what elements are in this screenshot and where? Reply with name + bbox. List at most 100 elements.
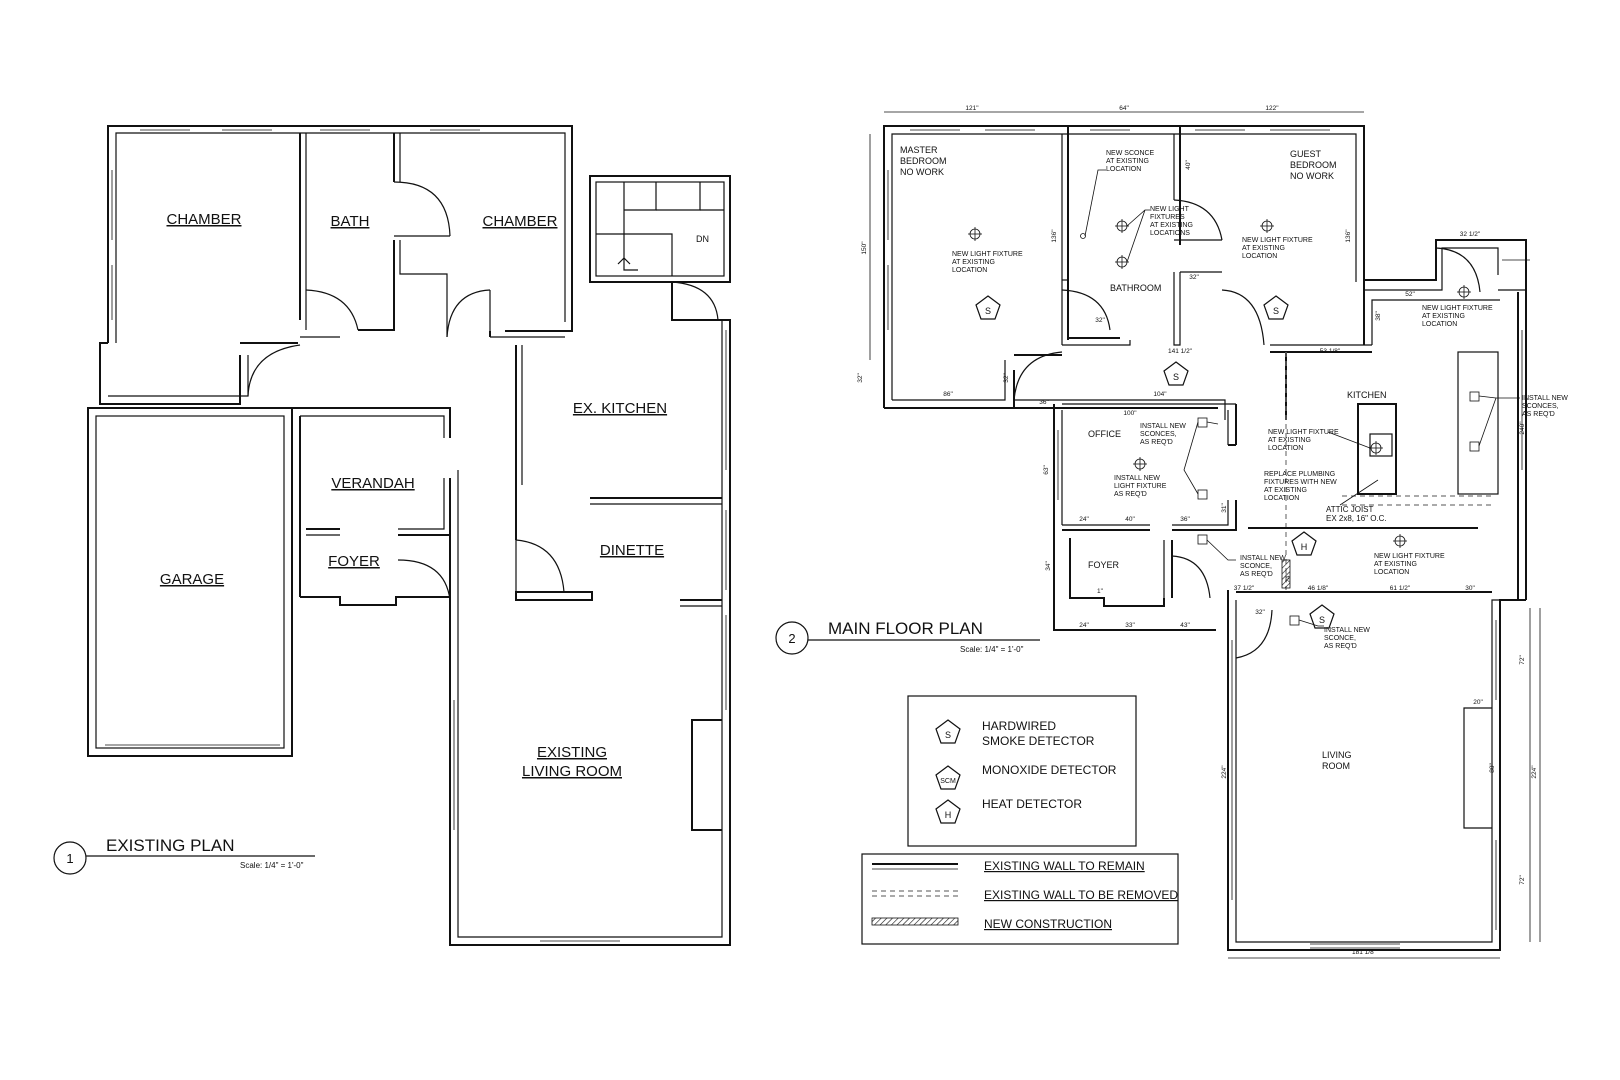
existing-doors — [247, 181, 719, 601]
light-fixture-icon — [1115, 255, 1129, 269]
dim-label: 40" — [1125, 516, 1135, 523]
stair-dn-label: DN — [696, 234, 709, 244]
dim-label: 32" — [857, 373, 864, 383]
sconce-icon — [1080, 233, 1086, 239]
dim-label: 104" — [1153, 391, 1167, 398]
dim-label: 224" — [1221, 765, 1228, 779]
sconce-icon — [1197, 417, 1208, 428]
sconce-icon — [1289, 615, 1300, 626]
detector-legend: S HARDWIRED SMOKE DETECTOR SCM MONOXIDE … — [907, 695, 1137, 847]
dim-label: 34" — [1045, 561, 1052, 571]
room-verandah: VERANDAH — [331, 475, 414, 492]
dim-label: 30" — [1465, 585, 1475, 592]
svg-text:H: H — [1301, 542, 1308, 552]
light-fixture-icon — [1115, 219, 1129, 233]
legend-hatch-new — [871, 917, 959, 926]
dim-label: 37 1/2" — [1234, 585, 1255, 592]
dim-label: 64" — [1119, 105, 1129, 112]
dim-label: 63" — [1043, 465, 1050, 475]
room-chamber-right: CHAMBER — [482, 213, 557, 230]
main-windows — [887, 129, 1523, 930]
dim-label: 181 1/8" — [1352, 949, 1377, 956]
dim-label: 32" — [1003, 373, 1010, 383]
room-guest-2: BEDROOM — [1290, 160, 1337, 170]
room-ex-kitchen: EX. KITCHEN — [573, 400, 667, 417]
detectors: S S S S H — [975, 295, 1335, 629]
existing-plan-scale: Scale: 1/4" = 1'-0" — [240, 861, 304, 870]
sconce-icon — [1469, 441, 1480, 452]
room-living-2: ROOM — [1322, 761, 1350, 771]
dim-label: 33" — [1125, 622, 1135, 629]
main-room-labels: MASTER BEDROOM NO WORK GUEST BEDROOM NO … — [900, 145, 1387, 771]
heat-detector-icon: H — [1291, 531, 1317, 556]
light-fixture-icon — [1260, 219, 1274, 233]
dim-label: 224" — [1531, 765, 1538, 779]
dim-label: 32" — [1255, 609, 1265, 616]
room-foyer: FOYER — [328, 553, 380, 570]
svg-text:S: S — [1173, 372, 1179, 382]
existing-plan-number: 1 — [66, 851, 73, 866]
dim-label: 52" — [1405, 291, 1415, 298]
legend-new: NEW CONSTRUCTION — [984, 917, 1112, 931]
smoke-detector-icon: S — [1163, 361, 1189, 386]
existing-walls — [87, 125, 731, 946]
dimension-labels: 121" 64" 122" 150" 136" 136" 40" 32" 32"… — [857, 105, 1538, 956]
legend-monoxide: MONOXIDE DETECTOR — [982, 763, 1117, 777]
main-plan-title: 2 MAIN FLOOR PLAN Scale: 1/4" = 1'-0" — [775, 619, 1040, 655]
room-master-3: NO WORK — [900, 167, 944, 177]
room-office: OFFICE — [1088, 429, 1121, 439]
svg-text:SCM: SCM — [940, 778, 956, 785]
dim-label: 121" — [965, 105, 979, 112]
existing-plan: CHAMBER BATH CHAMBER GARAGE VERANDAH FOY… — [53, 125, 731, 946]
main-plan-title-text: MAIN FLOOR PLAN — [828, 619, 983, 638]
room-bathroom: BATHROOM — [1110, 283, 1161, 293]
room-living-1: LIVING — [1322, 750, 1352, 760]
dim-label: 53 1/8" — [1320, 348, 1341, 355]
dim-label: 240" — [1519, 421, 1526, 435]
main-walls — [883, 125, 1527, 951]
room-guest-1: GUEST — [1290, 149, 1322, 159]
dim-label: 24" — [1285, 573, 1292, 583]
existing-plan-title-text: EXISTING PLAN — [106, 836, 234, 855]
dim-label: 40" — [1185, 160, 1192, 170]
dim-label: 24" — [1079, 622, 1089, 629]
dim-label: 36" — [1039, 399, 1049, 406]
legend-smoke-1: HARDWIRED — [982, 719, 1056, 733]
dim-label: 38" — [1375, 311, 1382, 321]
main-floor-plan: S S S S H MASTER BEDROOM NO WORK GUEST B… — [775, 105, 1568, 959]
light-fixture-icon — [1393, 534, 1407, 548]
existing-windows — [111, 129, 727, 830]
light-fixture-icon — [1457, 285, 1471, 299]
dim-label: 46 1/8" — [1308, 585, 1329, 592]
sconce-icon — [1197, 489, 1208, 500]
room-dinette: DINETTE — [600, 542, 664, 559]
dim-label: 80" — [1489, 763, 1496, 773]
room-kitchen: KITCHEN — [1347, 390, 1387, 400]
main-doors — [1013, 199, 1481, 659]
sconce-icon — [1469, 391, 1480, 402]
dim-label: 72" — [1519, 655, 1526, 665]
dim-label: 43" — [1180, 622, 1190, 629]
legend-heat: HEAT DETECTOR — [982, 797, 1082, 811]
dim-label: 61 1/2" — [1390, 585, 1411, 592]
room-existing-living-2: LIVING ROOM — [522, 763, 622, 780]
existing-plan-title: 1 EXISTING PLAN Scale: 1/4" = 1'-0" — [53, 836, 315, 875]
room-guest-3: NO WORK — [1290, 171, 1334, 181]
legend-removed: EXISTING WALL TO BE REMOVED — [984, 888, 1178, 902]
heat-detector-icon — [935, 799, 961, 824]
sconce-icon — [1197, 534, 1208, 545]
smoke-detector-icon — [935, 719, 961, 744]
svg-text:H: H — [945, 810, 952, 820]
svg-text:S: S — [1273, 306, 1279, 316]
